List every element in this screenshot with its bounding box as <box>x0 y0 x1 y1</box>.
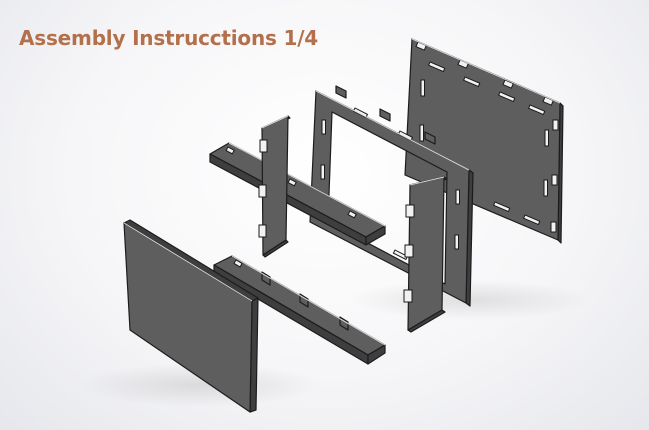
page-title: Assembly Instrucctions 1/4 <box>19 26 319 50</box>
front-panel <box>123 219 259 413</box>
floor-shadow <box>80 363 320 407</box>
top-shelf-board <box>209 142 386 246</box>
center-frame <box>309 85 474 307</box>
right-side-panel <box>403 176 448 333</box>
left-side-panel <box>258 115 291 258</box>
bottom-board <box>213 255 386 365</box>
